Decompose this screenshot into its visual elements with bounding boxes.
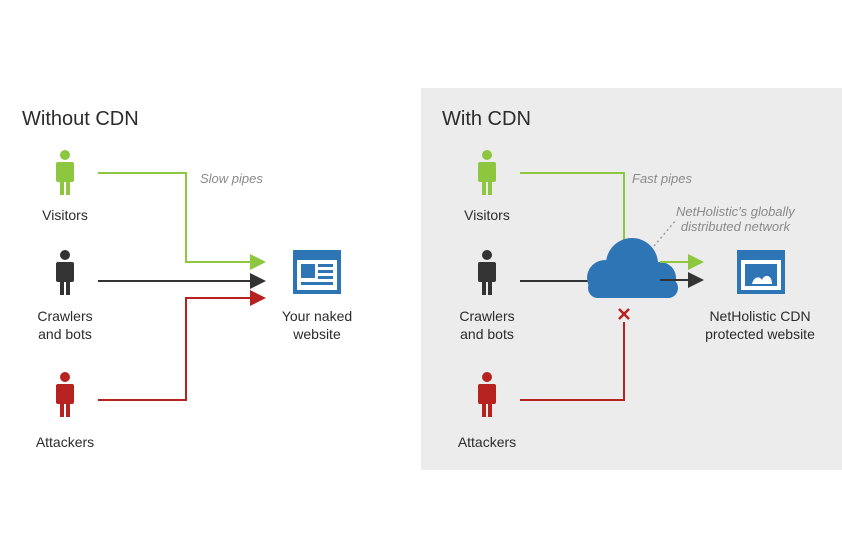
- attackers-pipe: [520, 322, 625, 401]
- visitors-slow-pipe: [98, 172, 266, 270]
- x-mark-icon: [618, 308, 630, 320]
- crawlers-label: Crawlers and bots: [459, 308, 515, 342]
- network-note: NetHolistic's globally distributed netwo…: [676, 204, 795, 234]
- protected-website-label: NetHolistic CDN protected website: [705, 308, 815, 342]
- crawlers-label: Crawlers and bots: [37, 308, 93, 342]
- with-cdn-title: With CDN: [442, 108, 531, 130]
- attackers-label: Attackers: [35, 434, 95, 450]
- slow-pipes-label: Slow pipes: [200, 171, 263, 186]
- network-note-pointer: [653, 219, 677, 247]
- crawlers-person-icon: [478, 250, 496, 295]
- attackers-person-icon: [478, 372, 496, 417]
- attackers-pipe: [98, 290, 266, 401]
- naked-website-label: Your naked website: [281, 308, 353, 342]
- browser-window-icon: [293, 250, 341, 294]
- cloud-icon: [587, 238, 678, 298]
- fast-pipes-label: Fast pipes: [632, 171, 692, 186]
- visitors-person-icon: [56, 150, 74, 195]
- visitors-fast-pipe: [520, 172, 625, 248]
- attackers-person-icon: [56, 372, 74, 417]
- visitors-label: Visitors: [464, 207, 510, 223]
- crawlers-person-icon: [56, 250, 74, 295]
- attackers-label: Attackers: [457, 434, 517, 450]
- visitors-person-icon: [478, 150, 496, 195]
- visitors-label: Visitors: [42, 207, 88, 223]
- browser-window-icon: [737, 250, 785, 294]
- without-cdn-title: Without CDN: [22, 108, 139, 130]
